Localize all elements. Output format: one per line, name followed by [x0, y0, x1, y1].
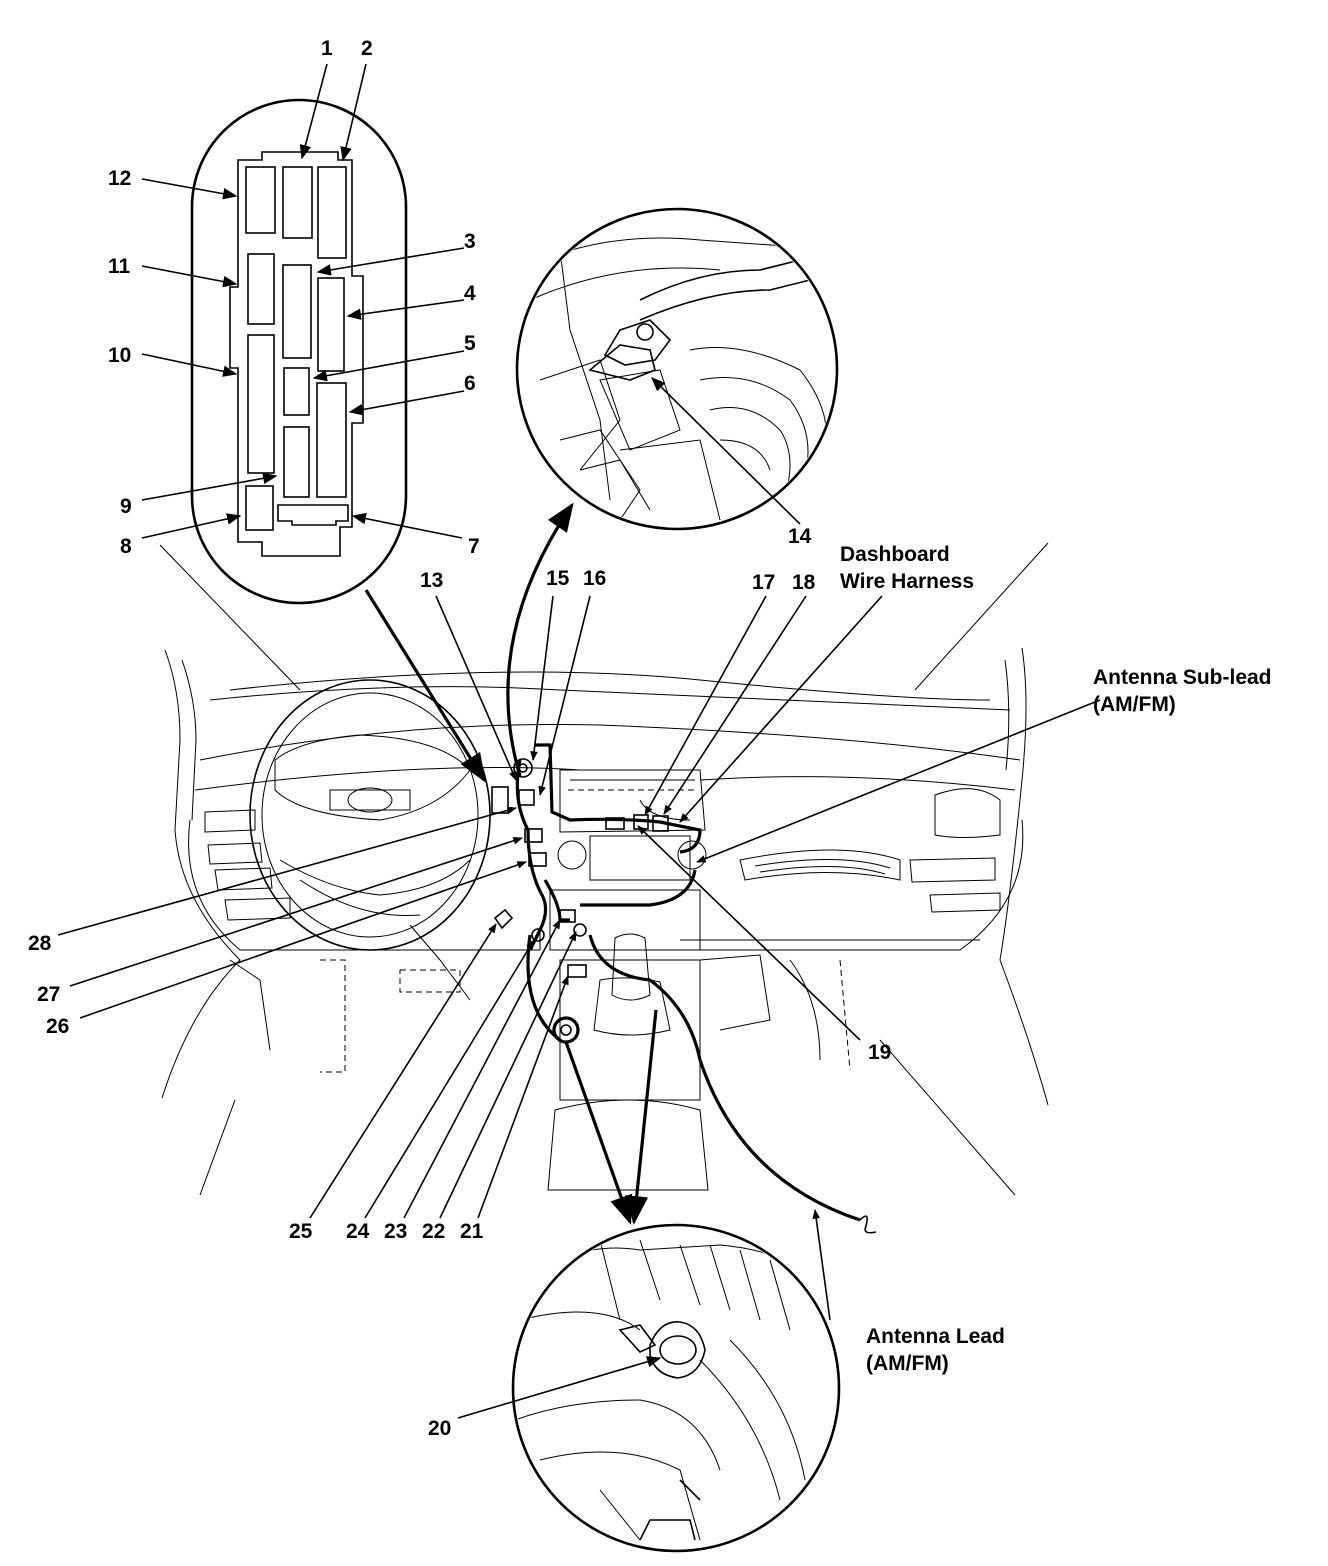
leader-23: [403, 919, 561, 1219]
leader-antenna-sublead: [696, 699, 1101, 863]
relay-4: [317, 277, 345, 372]
leader-6: [348, 390, 465, 416]
dashboard-harness-label-2: Wire Harness: [840, 570, 974, 593]
relay-8: [245, 485, 274, 531]
fuse-box-detail: [141, 63, 465, 605]
callout-10: 10: [108, 344, 131, 367]
relay-1: [282, 166, 313, 239]
callout-23: 23: [384, 1220, 407, 1243]
leader-22: [439, 931, 577, 1219]
leader-harness: [679, 595, 883, 823]
leader-16: [538, 595, 591, 796]
arrow-to-detail-20a: [564, 1041, 633, 1225]
antenna-sublead-label-2: (AM/FM): [1093, 693, 1176, 716]
callout-21: 21: [460, 1220, 484, 1243]
leader-1: [299, 63, 328, 160]
callout-1: 1: [321, 37, 333, 60]
fuse-box-capsule: [190, 98, 408, 605]
leader-17: [644, 595, 767, 816]
antenna-lead-label-1: Antenna Lead: [866, 1325, 1005, 1348]
fuse-box-leaders: [141, 63, 465, 539]
relay-11: [247, 253, 275, 325]
callout-12: 12: [108, 167, 131, 190]
leader-25: [309, 923, 497, 1219]
leader-24: [364, 939, 535, 1219]
fuse-relays: [245, 166, 349, 531]
steering-wheel: [249, 679, 491, 951]
leader-27: [69, 837, 523, 987]
connector-20-detail: [457, 1223, 841, 1553]
text-labels: Dashboard Wire Harness Antenna Sub-lead …: [840, 543, 1272, 1375]
leader-12: [141, 178, 238, 200]
callout-9: 9: [120, 495, 132, 518]
leader-20: [457, 1356, 662, 1419]
leader-21: [477, 975, 569, 1219]
leader-2: [340, 63, 367, 162]
callout-16: 16: [583, 567, 606, 590]
dashboard-leaders: [57, 595, 1101, 1321]
callout-6: 6: [464, 372, 476, 395]
callout-4: 4: [464, 282, 476, 305]
callout-17: 17: [752, 571, 775, 594]
leader-10: [141, 353, 238, 377]
antenna-sublead-label-1: Antenna Sub-lead: [1093, 666, 1272, 689]
callout-8: 8: [120, 535, 132, 558]
connector-14-detail: [515, 207, 839, 531]
relay-10: [247, 334, 275, 474]
leader-18: [663, 595, 807, 815]
callout-15: 15: [546, 567, 570, 590]
leader-15: [530, 595, 554, 761]
callout-18: 18: [792, 571, 816, 594]
leader-19: [637, 825, 861, 1041]
arrow-to-detail-14: [506, 502, 574, 777]
leader-8: [141, 513, 242, 539]
leader-9: [141, 472, 278, 501]
callout-11: 11: [108, 255, 131, 278]
relay-2: [317, 166, 347, 259]
relay-6: [316, 382, 347, 498]
leader-3: [316, 247, 465, 276]
fuse-box-to-dash-arrow: [364, 589, 486, 783]
callout-14: 14: [788, 525, 812, 548]
callout-26: 26: [46, 1015, 69, 1038]
fuse-box-outline: [229, 151, 364, 557]
detail-circle-20: [511, 1223, 841, 1553]
leader-7: [351, 512, 463, 539]
callout-13: 13: [420, 569, 443, 592]
relay-12: [245, 166, 276, 234]
leader-26: [79, 861, 527, 1019]
callout-2: 2: [361, 37, 373, 60]
leader-13: [435, 595, 517, 781]
detail-circle-14: [515, 207, 839, 531]
relay-7: [277, 504, 349, 526]
leader-14: [650, 376, 801, 525]
arrow-to-detail-20b: [625, 1009, 658, 1225]
leader-11: [141, 265, 238, 288]
leader-4: [346, 299, 465, 320]
leader-antenna-lead: [812, 1209, 831, 1321]
dashboard-harness-label-1: Dashboard: [840, 543, 950, 566]
callout-28: 28: [28, 932, 52, 955]
callout-3: 3: [464, 230, 476, 253]
callout-24: 24: [346, 1220, 370, 1243]
callout-20: 20: [428, 1417, 451, 1440]
callout-27: 27: [37, 983, 60, 1006]
relay-9: [283, 426, 310, 498]
callout-numbers: 1 2 3 4 5 6 7 8 9 10 11 12 13 14 15 16 1…: [28, 37, 891, 1440]
callout-22: 22: [422, 1220, 445, 1243]
antenna-lead-label-2: (AM/FM): [866, 1352, 949, 1375]
leader-28: [57, 806, 517, 936]
callout-5: 5: [464, 332, 476, 355]
dashboard-drawing: [159, 542, 1049, 1196]
callout-25: 25: [289, 1220, 313, 1243]
callout-7: 7: [468, 535, 480, 558]
relay-5: [283, 367, 310, 416]
relay-3: [282, 264, 312, 359]
leader-5: [312, 350, 465, 382]
callout-19: 19: [868, 1041, 891, 1064]
